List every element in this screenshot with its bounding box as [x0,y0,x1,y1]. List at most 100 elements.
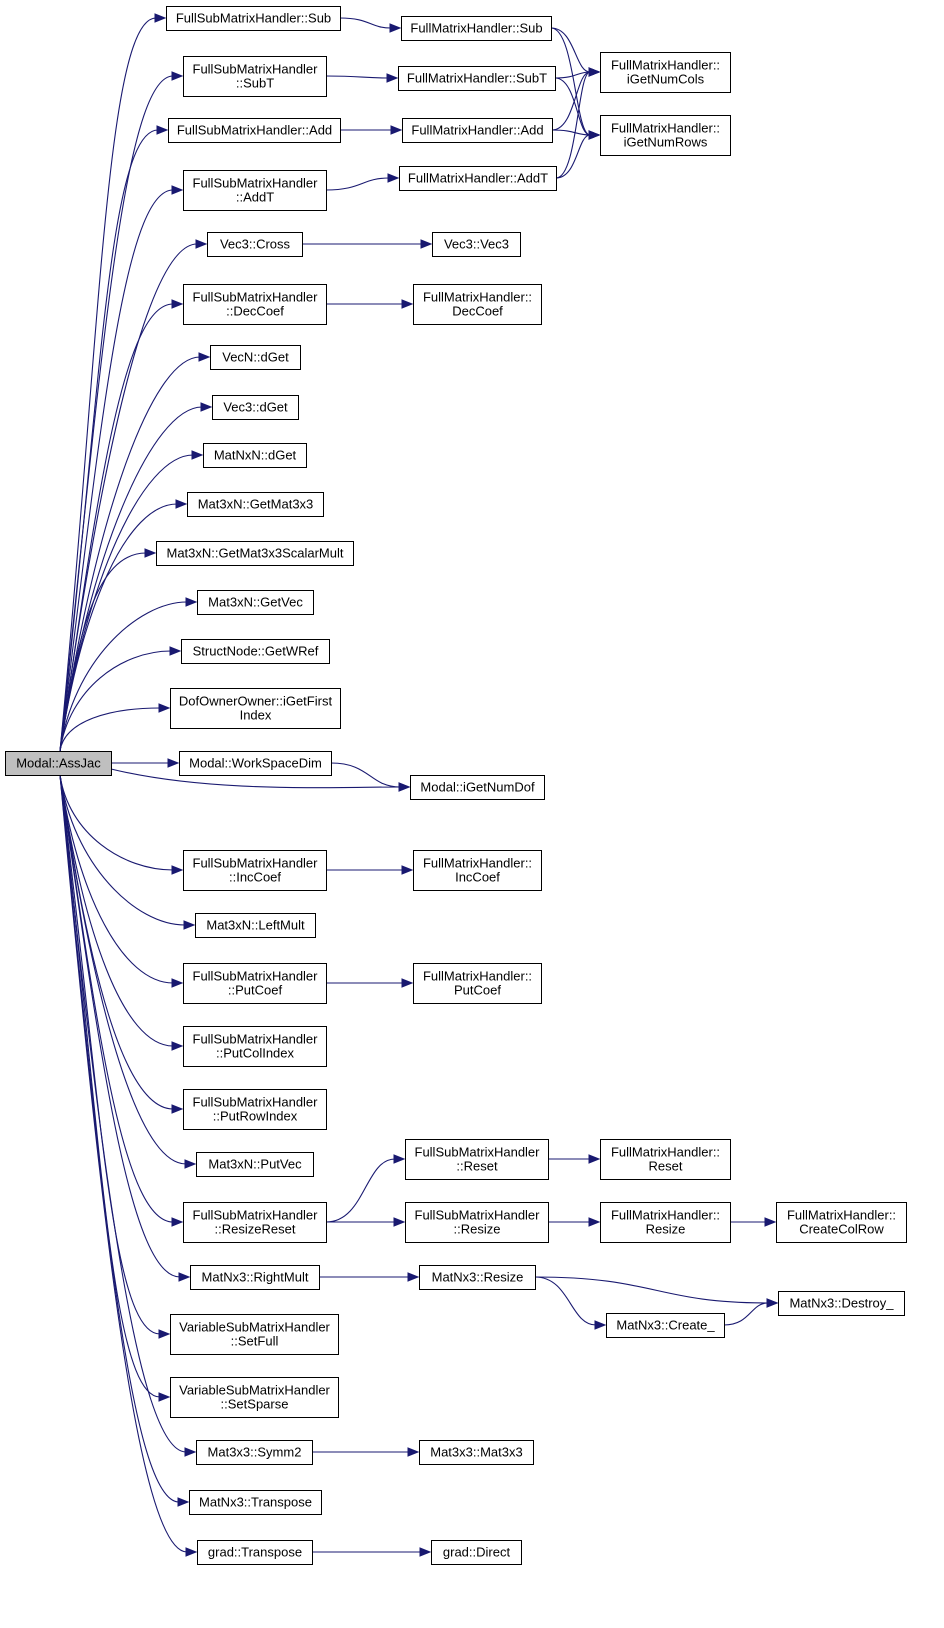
node-layer: Modal::AssJac FullSubMatrixHandler::SubFu… [5,6,907,1565]
node-box [189,1490,322,1515]
edge-modal-assjac-to-fullsubmatrixhandler-putcolindex [59,774,184,1051]
node-label: FullMatrixHandler:: [611,1208,720,1223]
node-vecn-dget[interactable]: VecN::dGet [210,345,301,370]
node-label: iGetNumRows [624,135,708,150]
node-vec3-vec3[interactable]: Vec3::Vec3 [432,232,521,257]
node-matnx3-transpose[interactable]: MatNx3::Transpose [189,1490,322,1515]
node-fullmatrixhandler-igetnumrows[interactable]: FullMatrixHandler::iGetNumRows [600,115,731,156]
node-modal-workspacedim[interactable]: Modal::WorkSpaceDim [179,751,332,776]
node-vec3-dget[interactable]: Vec3::dGet [212,395,299,420]
edge-fullsubmatrixhandler-sub-to-fullmatrixhandler-sub [339,17,402,33]
node-fullmatrixhandler-igetnumcols[interactable]: FullMatrixHandler::iGetNumCols [600,52,731,93]
node-mat3xn-putvec[interactable]: Mat3xN::PutVec [196,1152,314,1177]
node-fullmatrixhandler-addt[interactable]: FullMatrixHandler::AddT [399,166,557,191]
node-label: iGetNumCols [627,72,705,87]
node-fullmatrixhandler-putcoef[interactable]: FullMatrixHandler::PutCoef [413,963,542,1004]
node-fullsubmatrixhandler-add[interactable]: FullSubMatrixHandler::Add [168,118,341,143]
node-label: FullMatrixHandler:: [611,1145,720,1160]
node-label: VariableSubMatrixHandler [179,1320,330,1335]
node-label: Mat3xN::GetMat3x3 [198,497,314,512]
node-fullsubmatrixhandler-resize[interactable]: FullSubMatrixHandler::Resize [405,1202,549,1243]
node-fullsubmatrixhandler-subt[interactable]: FullSubMatrixHandler::SubT [183,56,327,97]
node-box [419,1440,534,1465]
node-box [168,118,341,143]
node-modal-assjac[interactable]: Modal::AssJac [5,751,112,776]
node-matnx3-rightmult[interactable]: MatNx3::RightMult [190,1265,320,1290]
node-label: FullMatrixHandler::Sub [410,21,542,36]
node-variablesubmatrixhandler-setsparse[interactable]: VariableSubMatrixHandler::SetSparse [170,1377,339,1418]
edge-modal-assjac-to-fullsubmatrixhandler-inccoef [59,774,184,875]
node-label: Mat3x3::Mat3x3 [430,1445,523,1460]
node-matnx3-create[interactable]: MatNx3::Create_ [606,1313,725,1338]
node-mat3xn-getmat3x3scalarmult[interactable]: Mat3xN::GetMat3x3ScalarMult [156,541,354,566]
node-label: FullMatrixHandler:: [787,1208,896,1223]
node-vec3-cross[interactable]: Vec3::Cross [207,232,303,257]
node-box [187,492,324,517]
node-fullmatrixhandler-deccoef[interactable]: FullMatrixHandler::DecCoef [413,284,542,325]
node-fullsubmatrixhandler-resizereset[interactable]: FullSubMatrixHandler::ResizeReset [183,1202,327,1243]
node-label: Mat3xN::PutVec [208,1157,302,1172]
node-label: Mat3xN::GetMat3x3ScalarMult [166,546,343,561]
node-box [405,1202,549,1243]
node-grad-transpose[interactable]: grad::Transpose [197,1540,313,1565]
node-fullsubmatrixhandler-reset[interactable]: FullSubMatrixHandler::Reset [405,1139,549,1180]
node-label: CreateColRow [799,1222,884,1237]
node-box [600,1202,731,1243]
edge-modal-assjac-to-modal-workspacedim [111,758,180,768]
node-fullsubmatrixhandler-putcoef[interactable]: FullSubMatrixHandler::PutCoef [183,963,327,1004]
node-box [203,443,307,468]
node-box [5,751,112,776]
node-fullmatrixhandler-add[interactable]: FullMatrixHandler::Add [402,118,553,143]
edge-modal-assjac-to-vecn-dget [59,352,211,752]
node-fullmatrixhandler-inccoef[interactable]: FullMatrixHandler::IncCoef [413,850,542,891]
node-label: DofOwnerOwner::iGetFirst [179,694,333,709]
edge-modal-assjac-to-dofownerowner-igetfirst-index [59,703,171,752]
node-fullmatrixhandler-resize[interactable]: FullMatrixHandler::Resize [600,1202,731,1243]
node-label: ::DecCoef [226,304,284,319]
node-label: StructNode::GetWRef [193,644,319,659]
edge-matnx3-create-to-matnx3-destroy [723,1298,779,1326]
node-label: FullSubMatrixHandler [193,176,319,191]
node-mat3xn-getvec[interactable]: Mat3xN::GetVec [197,590,314,615]
node-box [183,56,327,97]
node-label: Mat3xN::LeftMult [206,918,305,933]
node-fullsubmatrixhandler-sub[interactable]: FullSubMatrixHandler::Sub [166,6,341,31]
node-label: Mat3x3::Symm2 [208,1445,302,1460]
node-label: grad::Direct [443,1545,511,1560]
edge-grad-transpose-to-grad-direct [311,1547,432,1557]
node-label: MatNx3::Transpose [199,1495,312,1510]
node-matnx3-destroy[interactable]: MatNx3::Destroy_ [778,1291,905,1316]
node-modal-igetnumdof[interactable]: Modal::iGetNumDof [410,775,545,800]
node-mat3xn-getmat3x3[interactable]: Mat3xN::GetMat3x3 [187,492,324,517]
edge-modal-assjac-to-matnx3-transpose [59,774,190,1507]
node-variablesubmatrixhandler-setfull[interactable]: VariableSubMatrixHandler::SetFull [170,1314,339,1355]
node-label: Reset [649,1159,683,1174]
node-structnode-getwref[interactable]: StructNode::GetWRef [181,639,330,664]
node-matnxn-dget[interactable]: MatNxN::dGet [203,443,307,468]
node-box [179,751,332,776]
edge-fullmatrixhandler-addt-to-fullmatrixhandler-igetnumrows [555,130,601,179]
node-label: PutCoef [454,983,501,998]
node-fullmatrixhandler-createcolrow[interactable]: FullMatrixHandler::CreateColRow [776,1202,907,1243]
node-fullmatrixhandler-reset[interactable]: FullMatrixHandler::Reset [600,1139,731,1180]
node-box [166,6,341,31]
node-grad-direct[interactable]: grad::Direct [431,1540,522,1565]
node-label: FullSubMatrixHandler [193,856,319,871]
node-fullmatrixhandler-subt[interactable]: FullMatrixHandler::SubT [398,66,556,91]
edge-matnx3-resize-to-matnx3-create [534,1276,607,1330]
edge-fullsubmatrixhandler-subt-to-fullmatrixhandler-subt [325,73,399,83]
node-label: Resize [646,1222,686,1237]
node-fullsubmatrixhandler-putrowindex[interactable]: FullSubMatrixHandler::PutRowIndex [183,1089,327,1130]
node-mat3x3-mat3x3[interactable]: Mat3x3::Mat3x3 [419,1440,534,1465]
node-mat3x3-symm2[interactable]: Mat3x3::Symm2 [196,1440,313,1465]
node-label: ::SetFull [231,1334,279,1349]
node-fullmatrixhandler-sub[interactable]: FullMatrixHandler::Sub [401,16,552,41]
node-label: FullSubMatrixHandler [415,1145,541,1160]
node-fullsubmatrixhandler-addt[interactable]: FullSubMatrixHandler::AddT [183,170,327,211]
node-fullsubmatrixhandler-deccoef[interactable]: FullSubMatrixHandler::DecCoef [183,284,327,325]
node-fullsubmatrixhandler-putcolindex[interactable]: FullSubMatrixHandler::PutColIndex [183,1026,327,1067]
node-matnx3-resize[interactable]: MatNx3::Resize [419,1265,536,1290]
node-mat3xn-leftmult[interactable]: Mat3xN::LeftMult [195,913,316,938]
node-fullsubmatrixhandler-inccoef[interactable]: FullSubMatrixHandler::IncCoef [183,850,327,891]
